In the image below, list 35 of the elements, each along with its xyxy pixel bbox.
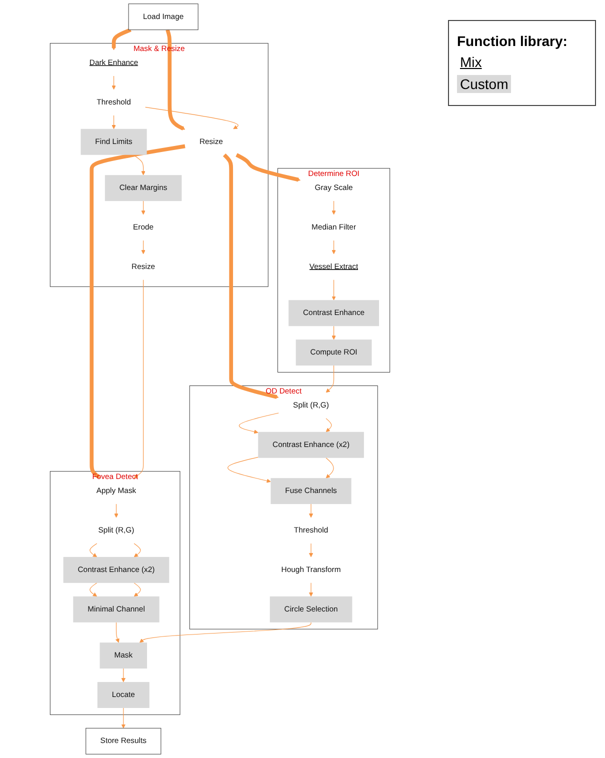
arrow (134, 280, 144, 478)
arrow (112, 115, 116, 130)
arrow (308, 582, 314, 597)
arrow (222, 154, 279, 399)
legend-swatch: Custom (457, 75, 512, 93)
arrow (115, 622, 120, 643)
arrow (121, 708, 126, 728)
arrow (90, 144, 186, 478)
arrow (332, 200, 336, 215)
arrow (326, 365, 334, 393)
arrow (114, 504, 118, 518)
legend-entry: Mix (459, 53, 483, 71)
arrow (236, 153, 301, 182)
arrow (141, 240, 146, 254)
arrow (238, 412, 279, 434)
arrow (90, 582, 98, 597)
arrow (332, 280, 336, 300)
arrow (332, 326, 336, 340)
legend-title: Function library: (457, 33, 568, 49)
arrow (145, 106, 238, 130)
arrow (326, 418, 332, 432)
arrow (90, 543, 98, 558)
arrow (132, 154, 146, 176)
arrow (112, 76, 116, 90)
arrow (134, 582, 141, 597)
arrow (332, 240, 336, 254)
arrow (228, 456, 271, 483)
arrow (140, 622, 312, 643)
arrow (308, 543, 314, 558)
arrow (141, 200, 146, 215)
arrow (121, 668, 126, 682)
arrow (166, 29, 186, 130)
arrow (134, 543, 141, 558)
arrow (308, 504, 314, 518)
arrow (326, 458, 334, 478)
